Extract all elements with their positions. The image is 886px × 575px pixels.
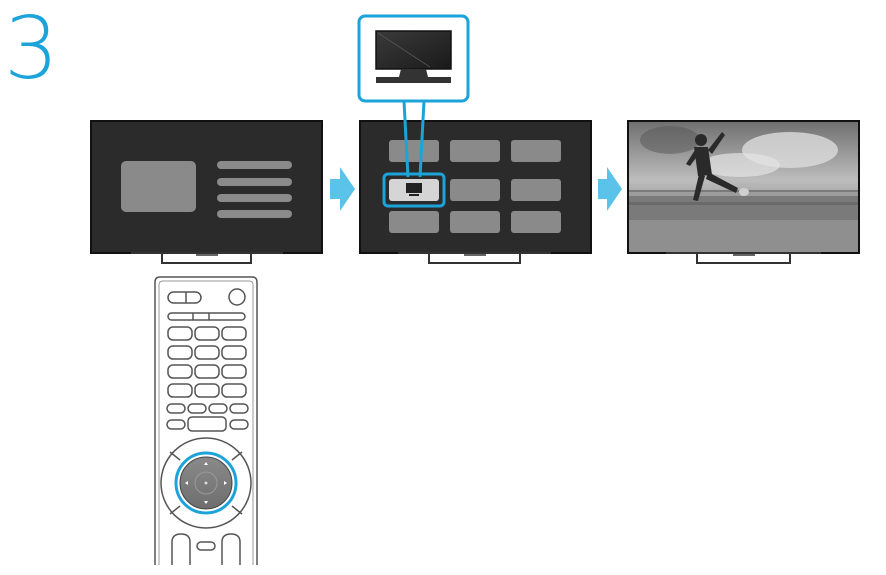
number-button — [168, 384, 192, 397]
menu-line — [217, 178, 292, 186]
number-button — [168, 365, 192, 378]
number-button — [168, 327, 192, 340]
number-button — [195, 384, 219, 397]
tv-playing-content — [628, 121, 859, 263]
number-button — [222, 346, 246, 359]
number-button — [222, 327, 246, 340]
number-button — [222, 384, 246, 397]
grid-tile — [450, 140, 500, 162]
remote-button — [168, 292, 201, 303]
remote-bottom-buttons — [172, 534, 240, 565]
remote-button — [230, 420, 248, 429]
number-button — [222, 365, 246, 378]
number-button — [195, 346, 219, 359]
remote-control — [155, 277, 257, 565]
menu-line — [217, 161, 292, 169]
grid-tile — [450, 179, 500, 201]
remote-button — [188, 417, 226, 431]
remote-button — [168, 313, 245, 320]
right-arrow-icon — [598, 167, 622, 211]
menu-thumbnail — [121, 161, 196, 212]
grid-tile — [450, 211, 500, 233]
number-button — [168, 346, 192, 359]
remote-button — [230, 404, 248, 413]
grid-tile — [511, 211, 561, 233]
tv-stand — [666, 253, 821, 263]
grid-tile — [389, 140, 439, 162]
tv-home-menu — [91, 121, 322, 263]
remote-button — [188, 404, 206, 413]
menu-line — [217, 194, 292, 202]
grid-tile — [511, 140, 561, 162]
directional-pad — [176, 453, 236, 513]
tv-stand — [131, 253, 283, 263]
number-button — [195, 327, 219, 340]
remote-button — [167, 420, 185, 429]
tv-input-grid — [360, 121, 591, 263]
number-button — [195, 365, 219, 378]
grid-tile — [511, 179, 561, 201]
tv-stand — [398, 253, 551, 263]
power-button — [229, 289, 245, 305]
menu-line — [217, 210, 292, 218]
right-arrow-icon — [330, 167, 355, 211]
grid-tile — [389, 211, 439, 233]
remote-button — [209, 404, 227, 413]
remote-button — [167, 404, 185, 413]
